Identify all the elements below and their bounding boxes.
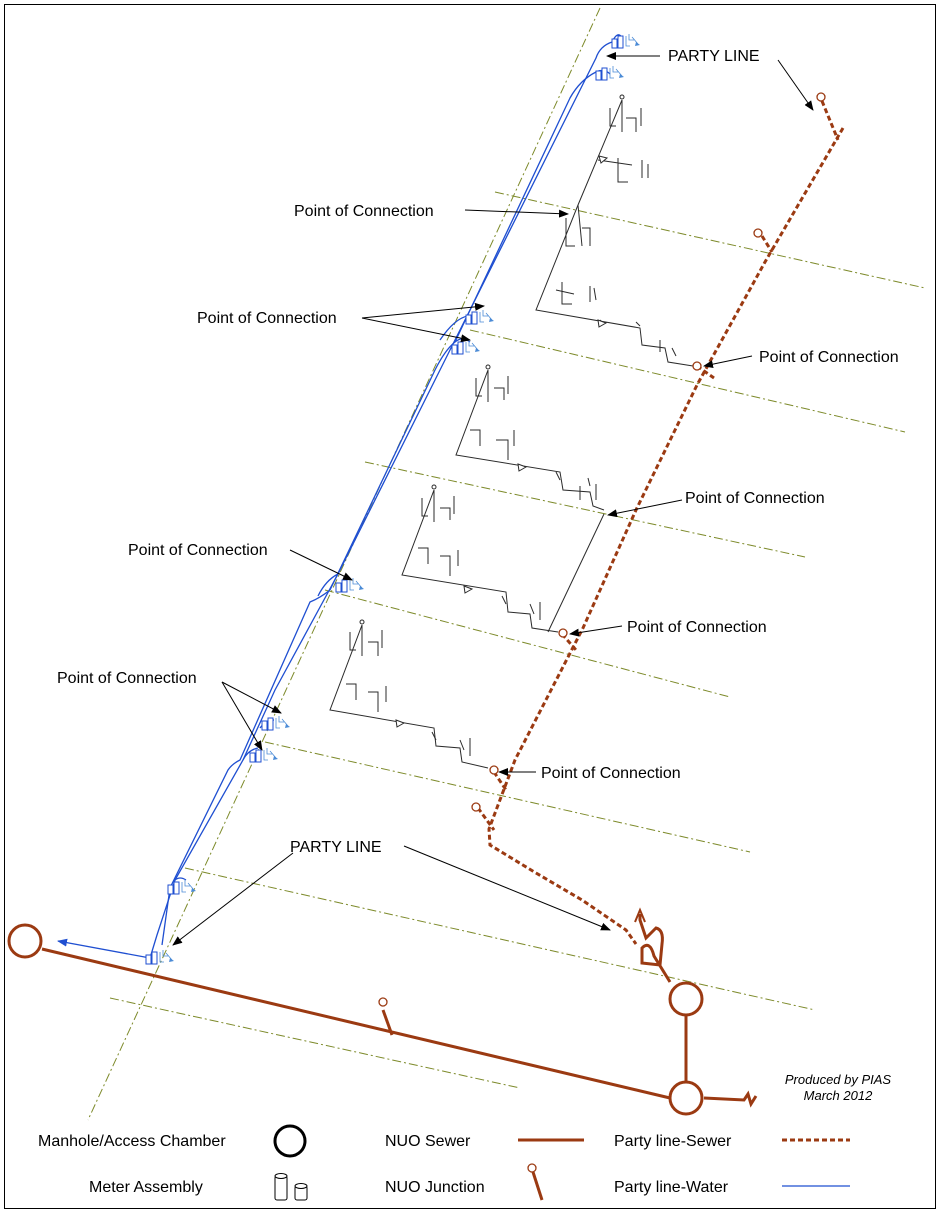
credit-line-2: March 2012 (804, 1088, 873, 1103)
poc-left-middle-label: Point of Connection (128, 542, 268, 559)
boundary-main (87, 7, 601, 1121)
poc-right-4-label: Point of Connection (541, 765, 681, 782)
boundary-5 (264, 741, 751, 853)
sewer-outlet (703, 1090, 758, 1108)
labels: PARTY LINE Point of Connection Point of … (57, 48, 899, 856)
sewer-lateral (638, 914, 672, 983)
water-supply-out (57, 938, 151, 959)
boundary-2 (469, 329, 906, 433)
manholes (7, 923, 704, 1116)
poc-right-2-label: Point of Connection (685, 490, 825, 507)
boundary-1 (494, 191, 926, 289)
manhole-right-upper (668, 981, 704, 1017)
legend-meter-label: Meter Assembly (89, 1179, 203, 1196)
nuo-sewer (41, 914, 758, 1108)
legend-nuo-sewer-label: NUO Sewer (385, 1133, 471, 1150)
manhole-right-lower (668, 1080, 704, 1116)
legend: Manhole/Access Chamber Meter Assembly NU… (38, 1124, 850, 1201)
legend-manhole-symbol (273, 1124, 307, 1158)
building-drainage (329, 94, 694, 769)
party-line-bottom-label: PARTY LINE (290, 839, 382, 856)
meter-assemblies (145, 33, 641, 965)
legend-meter-symbol (274, 1173, 308, 1201)
boundary-3 (364, 461, 806, 558)
party-line-sewer (476, 100, 845, 945)
party-sewer-main (487, 127, 845, 945)
boundary-7 (109, 997, 521, 1089)
annotation-arrows (172, 52, 814, 946)
legend-nuo-junction-label: NUO Junction (385, 1179, 485, 1196)
boundary-6 (184, 867, 816, 1011)
poc-left-lower-label: Point of Connection (57, 670, 197, 687)
legend-junction-symbol (527, 1163, 544, 1201)
party-line-top-label: PARTY LINE (668, 48, 760, 65)
diagram-frame (4, 4, 936, 1209)
flow-markers (395, 155, 609, 728)
poc-left-upper-label: Point of Connection (197, 310, 337, 327)
junctions (378, 92, 826, 1007)
water-main-inner (161, 71, 597, 946)
sewer-main (41, 947, 671, 1100)
legend-party-sewer-label: Party line-Sewer (614, 1133, 732, 1150)
party-line-water (57, 34, 623, 959)
sewer-lateral-arrow (634, 907, 646, 923)
legend-party-water-label: Party line-Water (614, 1179, 729, 1196)
water-main-outer (149, 41, 613, 959)
credit: Produced by PIAS March 2012 (785, 1072, 892, 1103)
boundary-4 (324, 589, 731, 698)
credit-line-1: Produced by PIAS (785, 1072, 892, 1087)
legend-manhole-label: Manhole/Access Chamber (38, 1133, 226, 1150)
property-boundaries (87, 7, 926, 1121)
sewer-junction-branch (381, 1009, 394, 1036)
poc-right-1-label: Point of Connection (759, 349, 899, 366)
manhole-left (7, 923, 43, 959)
poc-right-3-label: Point of Connection (627, 619, 767, 636)
poc-top-center-label: Point of Connection (294, 203, 434, 220)
